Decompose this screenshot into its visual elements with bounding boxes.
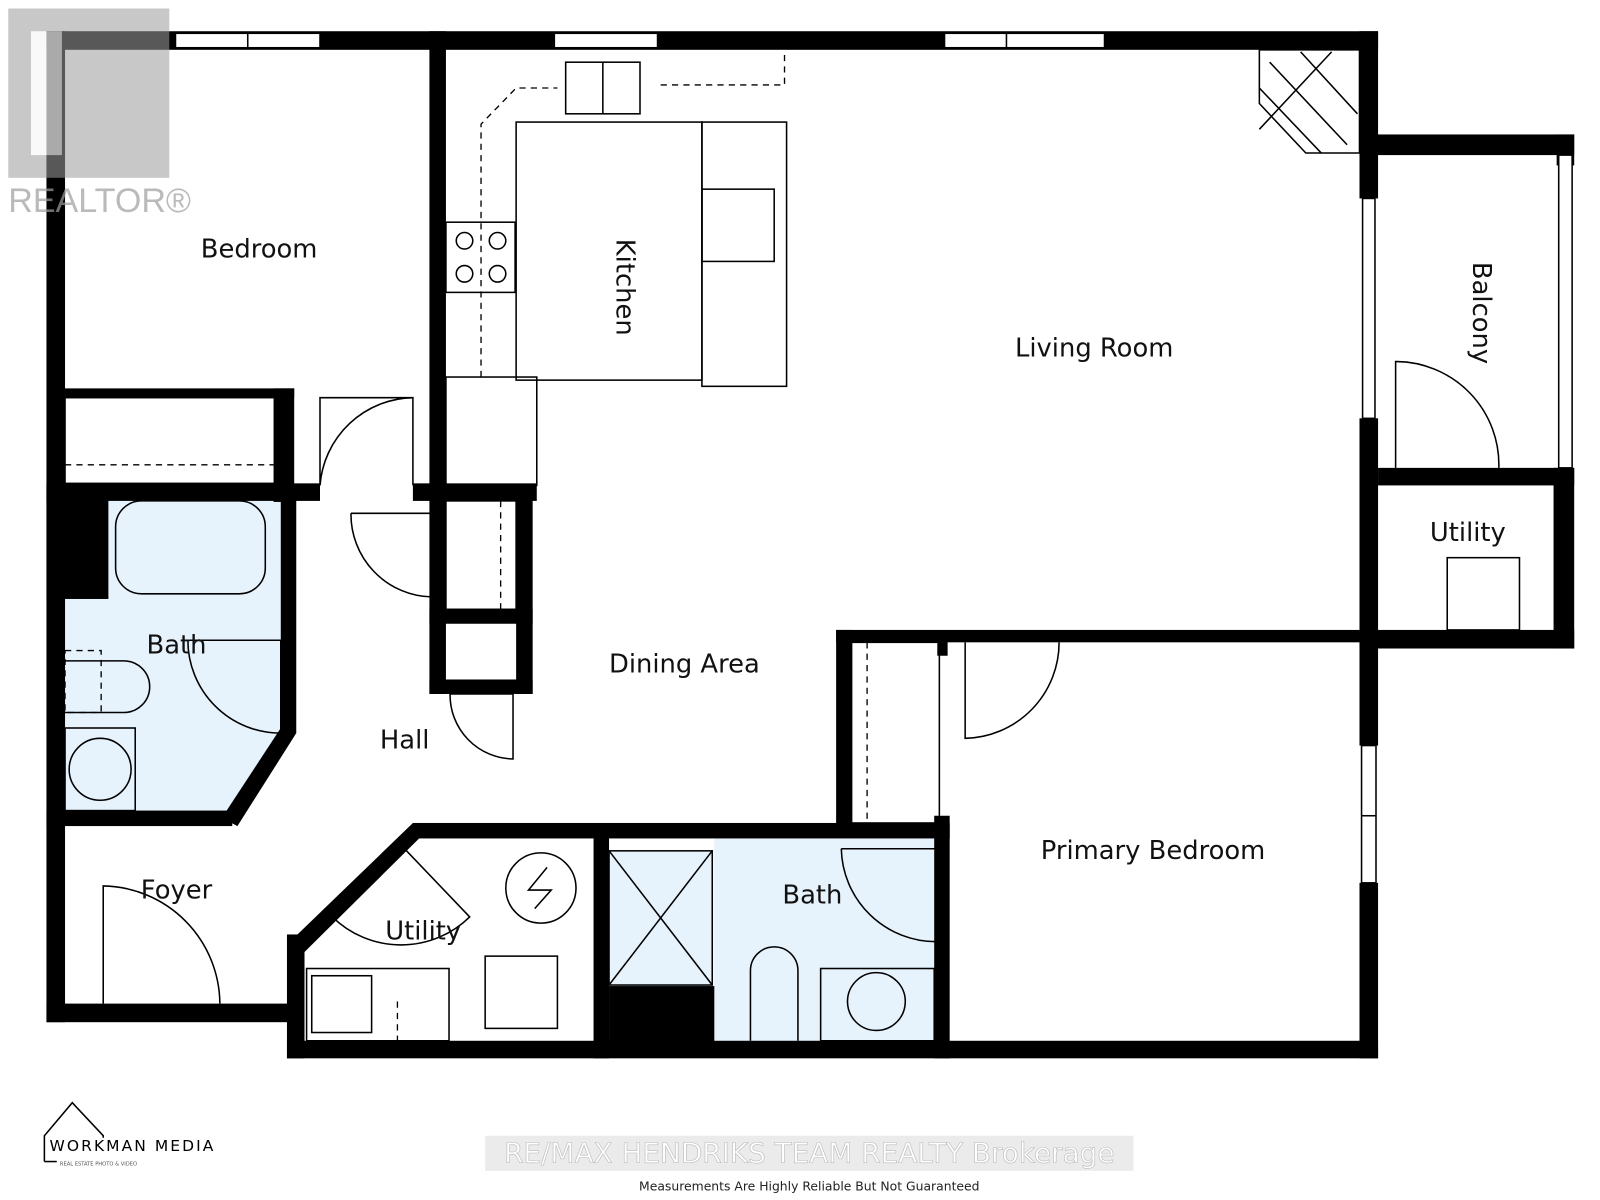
workman-tagline: REAL ESTATE PHOTO & VIDEO: [60, 1162, 137, 1168]
windows: [174, 32, 1573, 884]
room-label-primary-bedroom: Primary Bedroom: [1041, 836, 1266, 866]
fixtures: [64, 49, 1521, 1042]
room-label-utility-center: Utility: [385, 917, 461, 947]
disclaimer: Measurements Are Highly Reliable But Not…: [639, 1179, 979, 1193]
realtor-wordmark: REALTOR®: [8, 182, 191, 220]
room-label-utility-balcony: Utility: [1430, 518, 1506, 548]
bath-left-floor: [65, 500, 281, 813]
workman-media-logo: WORKMAN MEDIA REAL ESTATE PHOTO & VIDEO: [43, 1101, 216, 1168]
bath-right-floor: [714, 838, 935, 1041]
watermark-bg: [485, 1135, 1134, 1171]
brokerage-watermark: RE/MAX HENDRIKS TEAM REALTY Brokerage: [504, 1137, 1114, 1170]
room-label-bath-right: Bath: [782, 880, 842, 910]
room-label-hall: Hall: [380, 726, 430, 756]
room-label-bedroom: Bedroom: [201, 234, 318, 264]
room-label-foyer: Foyer: [141, 875, 213, 905]
room-label-living-room: Living Room: [1015, 333, 1173, 363]
room-label-balcony: Balcony: [1466, 262, 1496, 364]
room-label-kitchen: Kitchen: [609, 239, 639, 336]
room-label-dining-area: Dining Area: [609, 649, 760, 679]
realtor-logo: REALTOR®: [8, 8, 191, 220]
workman-wordmark: WORKMAN MEDIA: [50, 1137, 216, 1155]
room-label-bath-left: Bath: [147, 631, 207, 661]
